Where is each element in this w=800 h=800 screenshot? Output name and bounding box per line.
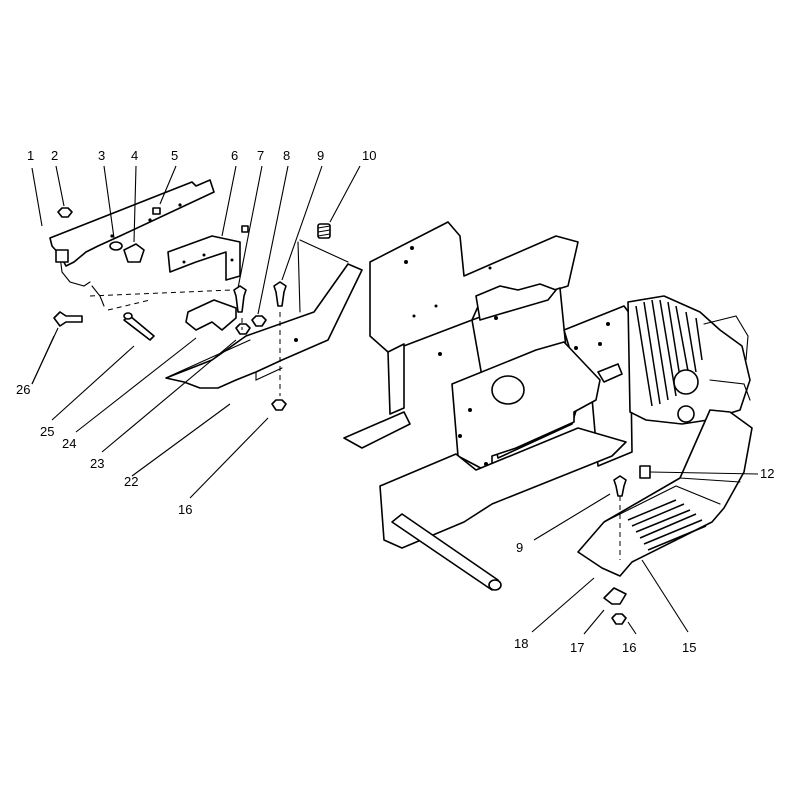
callout-4: 4 <box>131 148 138 163</box>
callout-22: 22 <box>124 474 138 489</box>
nut-16 <box>271 399 287 411</box>
callout-26: 26 <box>16 382 30 397</box>
footrest-tread <box>627 499 707 551</box>
washer-3 <box>109 241 123 251</box>
center-frame-assembly <box>343 221 751 591</box>
nut-2 <box>57 207 73 218</box>
nut-16-right <box>611 613 627 625</box>
bolt-4 <box>123 243 145 263</box>
callout-17: 17 <box>570 640 584 655</box>
callout-15: 15 <box>682 640 696 655</box>
callout-16-left: 16 <box>178 502 192 517</box>
clamp-17 <box>603 587 627 605</box>
callout-25: 25 <box>40 424 54 439</box>
frame-left-channel <box>387 343 405 415</box>
callout-7: 7 <box>257 148 264 163</box>
nut-8 <box>251 315 267 327</box>
callout-9-left: 9 <box>317 148 324 163</box>
carriage-bolt-9 <box>273 281 287 307</box>
screw-5 <box>152 207 161 215</box>
callout-1: 1 <box>27 148 34 163</box>
frame-large-hole <box>491 375 525 405</box>
callout-23: 23 <box>90 456 104 471</box>
callout-18: 18 <box>514 636 528 651</box>
callout-labels: 1 2 3 4 5 6 7 8 9 10 26 25 24 23 22 16 1… <box>16 148 774 655</box>
clip-12 <box>639 465 651 479</box>
leader-lines <box>31 165 759 635</box>
engine-block <box>627 295 751 425</box>
spring-10 <box>317 223 331 239</box>
left-footrest <box>165 263 363 389</box>
callout-12: 12 <box>760 466 774 481</box>
clamp-24 <box>185 299 237 331</box>
callout-6: 6 <box>231 148 238 163</box>
carriage-bolt-9-right <box>613 475 627 497</box>
callout-3: 3 <box>98 148 105 163</box>
carriage-bolt-7 <box>233 285 247 313</box>
nut-23 <box>235 323 251 335</box>
mounting-plate <box>167 235 241 281</box>
callout-8: 8 <box>283 148 290 163</box>
bolt-26 <box>53 311 83 327</box>
callout-10: 10 <box>362 148 376 163</box>
callout-16-right: 16 <box>622 640 636 655</box>
callout-2: 2 <box>51 148 58 163</box>
left-exploded-assembly <box>49 179 363 411</box>
callout-5: 5 <box>171 148 178 163</box>
callout-9-right: 9 <box>516 540 523 555</box>
right-footrest-assembly <box>577 409 753 625</box>
callout-24: 24 <box>62 436 76 451</box>
